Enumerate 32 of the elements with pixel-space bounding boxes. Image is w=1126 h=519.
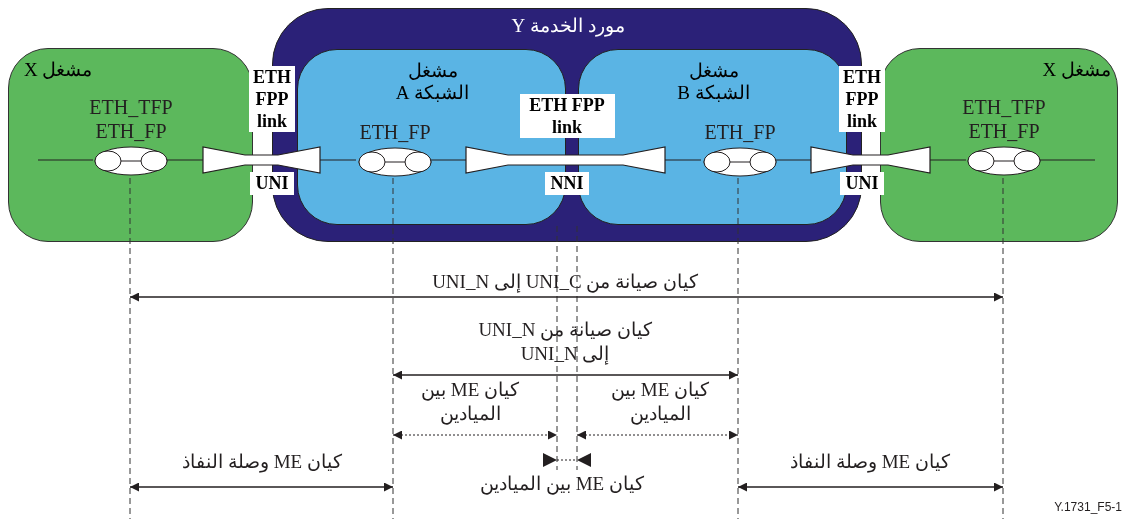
flow-point-label: ETH_FP: [967, 120, 1041, 143]
node-title: مشغل الشبكة B: [676, 60, 751, 104]
node-title: مشغل الشبكة A: [394, 60, 471, 104]
interface-label: UNI: [840, 172, 884, 195]
edge-label: ETH FPP link: [839, 66, 885, 132]
line: [37, 159, 94, 161]
flow-point-label: ETH_TFP: [961, 96, 1047, 119]
operator-box: [880, 48, 1118, 242]
dimension-label: كيان ME بين الميادين: [479, 472, 645, 496]
flow-point-label: ETH_TFP: [88, 96, 174, 119]
dimension-label: كيان ME وصلة النفاذ: [789, 450, 951, 474]
dimension-label: كيان صيانة من UNI_C إلى UNI_N: [431, 270, 699, 294]
node-title: مورد الخدمة Y: [510, 15, 626, 37]
link-connector: [166, 146, 357, 174]
node-title: مشغل X: [24, 59, 94, 81]
dimension-label: كيان ME بين الميادين: [420, 378, 520, 426]
flow-point-label: ETH_FP: [358, 121, 432, 144]
figure-number: Y.1731_F5-1: [1053, 500, 1122, 515]
link-connector: [429, 146, 702, 174]
edge-label: ETH FPP link: [249, 66, 295, 132]
dimension-label: كيان ME وصلة النفاذ: [181, 450, 343, 474]
interface-label: NNI: [545, 172, 589, 195]
flow-point-label: ETH_FP: [703, 121, 777, 144]
line: [1039, 159, 1096, 161]
dimension-label: كيان صيانة من UNI_N إلى UNI_N: [477, 318, 653, 366]
dimension-label: كيان ME بين الميادين: [610, 378, 710, 426]
edge-label: ETH FPP link: [519, 94, 615, 138]
interface-label: UNI: [250, 172, 294, 195]
operator-box: [8, 48, 253, 242]
node-title: مشغل X: [1041, 59, 1111, 81]
flow-point-label: ETH_FP: [94, 120, 168, 143]
link-connector: [774, 146, 967, 174]
